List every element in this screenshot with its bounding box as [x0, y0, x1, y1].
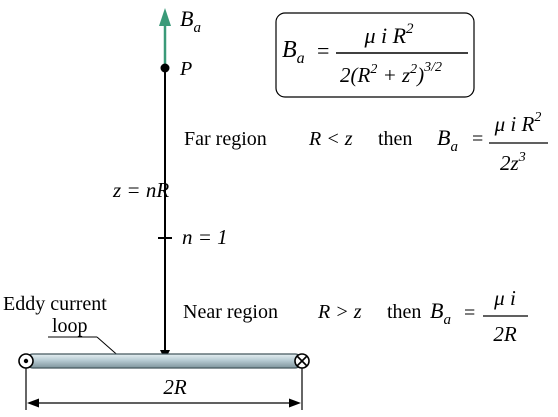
near-region-numerator: μ i: [493, 286, 516, 310]
far-region-denominator: 2z3: [500, 150, 526, 175]
far-region-lhs: Ba: [437, 125, 458, 155]
formula-numerator: μ i R2: [363, 21, 414, 48]
loop-label-line2: loop: [52, 315, 88, 337]
near-region-equals: =: [464, 302, 475, 324]
near-region-lhs: Ba: [430, 298, 451, 328]
formula-box: [275, 12, 475, 98]
dimension-label: 2R: [163, 375, 187, 399]
near-region-then: then: [387, 301, 421, 323]
far-region-condition: R < z: [308, 128, 353, 150]
z-equals-nr-label: z = nR: [112, 178, 169, 202]
loop-label-line1: Eddy current: [3, 293, 107, 315]
field-arrowhead: [159, 8, 171, 26]
current-out-dot: [23, 358, 29, 364]
dim-arrow-left: [27, 398, 39, 408]
far-region-numerator: μ i R2: [494, 110, 542, 136]
field-label: Ba: [180, 6, 201, 36]
point-p-dot: [160, 63, 170, 73]
eddy-current-loop: [25, 353, 303, 369]
formula-equals: =: [317, 38, 329, 63]
far-region-then: then: [378, 128, 412, 150]
n-equals-1-label: n = 1: [182, 225, 228, 249]
dim-arrow-right: [289, 398, 301, 408]
point-p-label: P: [179, 58, 192, 80]
current-in-cross-b: [296, 355, 308, 367]
formula-lhs: Ba: [282, 37, 305, 67]
formula-denominator: 2(R2 + z2)3/2: [340, 60, 442, 87]
near-region-condition: R > z: [317, 301, 362, 323]
near-region-denominator: 2R: [493, 322, 517, 346]
near-region-label: Near region: [183, 301, 278, 323]
far-region-label: Far region: [184, 128, 267, 150]
far-region-equals: =: [472, 128, 483, 150]
